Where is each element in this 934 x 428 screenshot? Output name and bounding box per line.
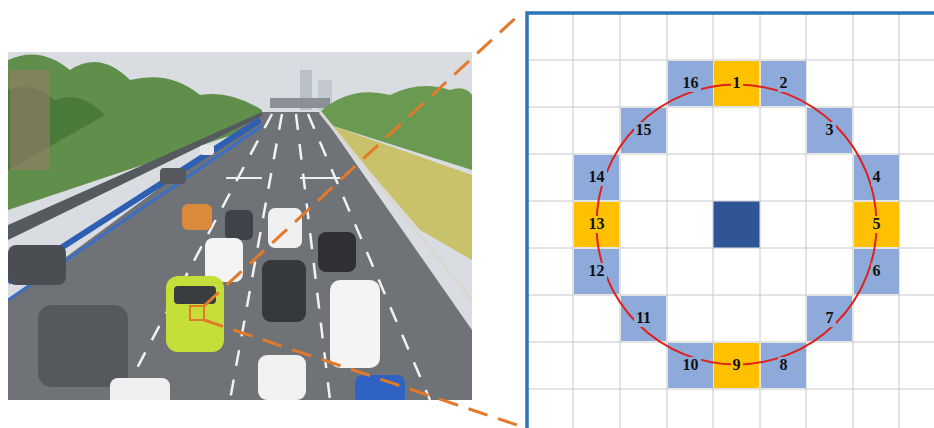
pixel-index: 4 bbox=[871, 169, 883, 186]
pixel-index: 1 bbox=[731, 75, 743, 92]
pixel-index: 10 bbox=[681, 357, 701, 374]
pixel-cell: 14 bbox=[574, 155, 619, 200]
pixel-cell: 16 bbox=[668, 61, 713, 106]
pixel-cell: 11 bbox=[621, 296, 666, 341]
pixel-index: 3 bbox=[824, 122, 836, 139]
pixel-index: 12 bbox=[587, 263, 607, 280]
pixel-cell: 3 bbox=[807, 108, 852, 153]
pixel-index: 16 bbox=[681, 75, 701, 92]
pixel-cell: 8 bbox=[761, 343, 806, 388]
pixel-cell: 15 bbox=[621, 108, 666, 153]
pixel-cell: 7 bbox=[807, 296, 852, 341]
pixel-index: 14 bbox=[587, 169, 607, 186]
pixel-cell: 9 bbox=[714, 343, 759, 388]
pixel-index: 2 bbox=[778, 75, 790, 92]
pixel-index: 7 bbox=[824, 310, 836, 327]
pixel-index: 15 bbox=[634, 122, 654, 139]
pixel-index: 6 bbox=[871, 263, 883, 280]
pixel-cell: 13 bbox=[574, 202, 619, 247]
pixel-cell: 4 bbox=[854, 155, 899, 200]
pixel-index: 13 bbox=[587, 216, 607, 233]
pixel-index: 9 bbox=[731, 357, 743, 374]
pixel-cell: 12 bbox=[574, 249, 619, 294]
pixel-cell: 1 bbox=[714, 61, 759, 106]
pixel-index: 8 bbox=[778, 357, 790, 374]
pixel-cell: 6 bbox=[854, 249, 899, 294]
pixel-index: 5 bbox=[871, 216, 883, 233]
pixel-cell: 10 bbox=[668, 343, 713, 388]
pixel-cell: 2 bbox=[761, 61, 806, 106]
pixel-cell: 5 bbox=[854, 202, 899, 247]
pixel-index: 11 bbox=[634, 310, 653, 327]
